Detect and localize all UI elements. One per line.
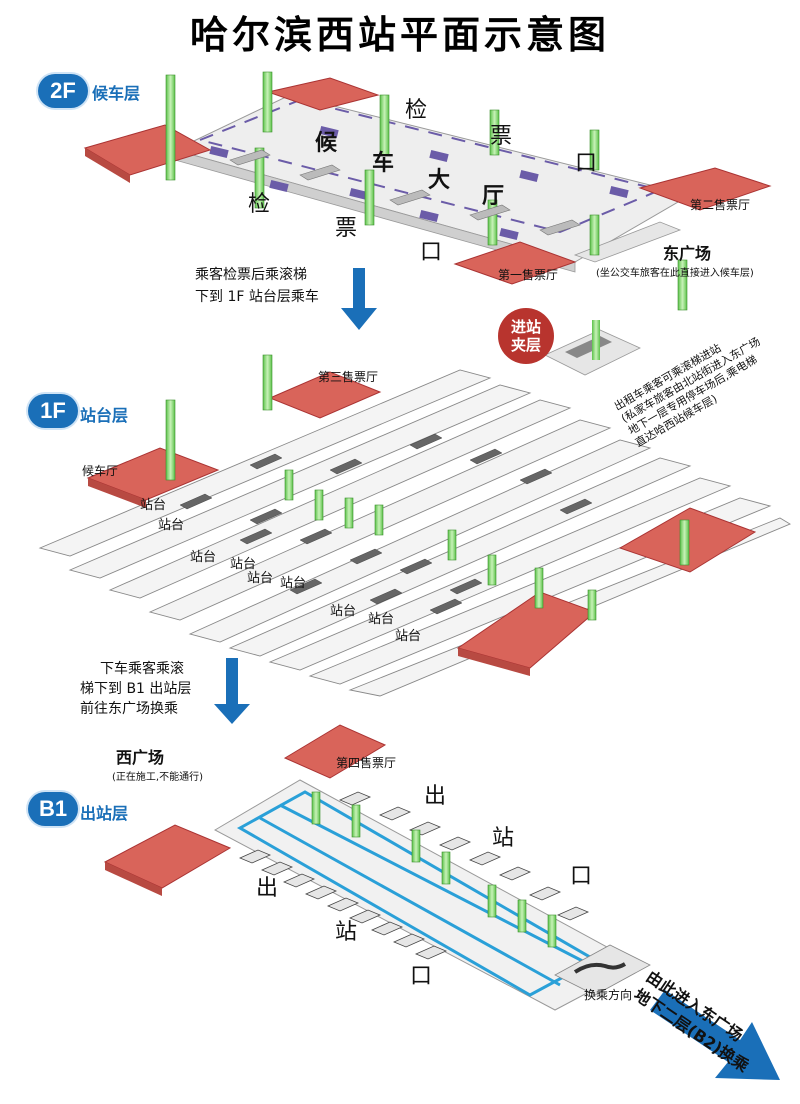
platform-label-1: 站台 (140, 498, 167, 513)
ticket-hall-3-label: 第三售票厅 (318, 370, 379, 384)
transfer-note-2f-line2: 下到 1F 站台层乘车 (195, 289, 319, 305)
ticket-hall-1-block (453, 241, 577, 285)
arrow-1f-to-b1 (214, 658, 250, 724)
gate-char-n3: 口 (575, 151, 598, 176)
platform-label-3: 站台 (190, 550, 217, 565)
hall-char-3: 大 (428, 168, 451, 193)
transfer-direction-label: 换乘方向 (584, 988, 633, 1002)
platform-label-8: 站台 (368, 612, 395, 627)
platform-label-6: 站台 (280, 576, 307, 591)
floor-name-1f: 站台层 (80, 406, 129, 425)
mezzanine-label-2: 夹层 (510, 336, 541, 354)
floor-name-b1: 出站层 (80, 804, 129, 823)
east-transfer-arrow (650, 990, 780, 1080)
gate-char-n2: 票 (490, 124, 513, 149)
east-plaza-label: 东广场 (663, 244, 712, 263)
exit-char-n1: 出 (424, 784, 447, 809)
floor-badge-2f: 2F (38, 74, 88, 108)
exit-char-n2: 站 (492, 826, 515, 851)
exit-char-n3: 口 (570, 864, 593, 889)
hall-char-4: 厅 (482, 184, 505, 209)
east-plaza-note: (坐公交车旅客在此直接进入候车层) (596, 268, 754, 279)
transfer-note-1f-line3: 前往东广场换乘 (80, 701, 178, 717)
platform-label-7: 站台 (330, 604, 357, 619)
platform-label-5: 站台 (247, 571, 274, 586)
west-plaza-note: (正在施工,不能通行) (112, 772, 203, 783)
transfer-note-1f-line2: 梯下到 B1 出站层 (80, 681, 192, 697)
exit-char-s2: 站 (335, 920, 358, 945)
exit-char-s1: 出 (256, 876, 279, 901)
floor-1f-drawing (38, 354, 791, 697)
waiting-room-1f-block (86, 447, 220, 501)
platform-label-9: 站台 (395, 629, 422, 644)
exit-char-s3: 口 (410, 964, 433, 989)
hall-char-2: 车 (372, 151, 395, 176)
waiting-room-1f-label: 候车厅 (82, 464, 119, 478)
gate-char-n1: 检 (405, 98, 428, 123)
floor-badge-b1: B1 (28, 792, 78, 826)
floor-b1-drawing (103, 724, 780, 1080)
mezzanine-badge: 进站夹层 (498, 308, 554, 364)
west-plaza-label: 西广场 (116, 748, 165, 767)
gate-char-s3: 口 (420, 240, 443, 265)
ticket-hall-2-block (638, 167, 772, 211)
west-plaza-b1-block (103, 824, 232, 889)
floor-badge-1f: 1F (28, 394, 78, 428)
transfer-note-1f-line1: 下车乘客乘滚 (100, 661, 184, 677)
gate-char-s2: 票 (335, 216, 358, 241)
west-hall-2f (83, 124, 212, 176)
gate-char-s1: 检 (248, 192, 271, 217)
hall-char-1: 候 (315, 131, 338, 156)
ticket-hall-4-label: 第四售票厅 (336, 756, 397, 770)
mezzanine-drawing (544, 320, 641, 376)
ticket-hall-2-label: 第二售票厅 (690, 198, 751, 212)
page-title: 哈尔滨西站平面示意图 (189, 13, 610, 57)
arrow-2f-to-1f (341, 268, 377, 330)
platform-label-2: 站台 (158, 518, 185, 533)
platform-label-4: 站台 (230, 557, 257, 572)
ticket-hall-4-block (283, 724, 387, 779)
ticket-hall-1-label: 第一售票厅 (498, 268, 559, 282)
floor-2f-drawing (83, 71, 772, 311)
mezzanine-label-1: 进站 (510, 318, 541, 336)
ticket-hall-3-block (268, 371, 382, 419)
floor-name-2f: 候车层 (92, 84, 141, 103)
transfer-note-2f-line1: 乘客检票后乘滚梯 (195, 267, 307, 283)
north-hall-2f (266, 77, 380, 111)
